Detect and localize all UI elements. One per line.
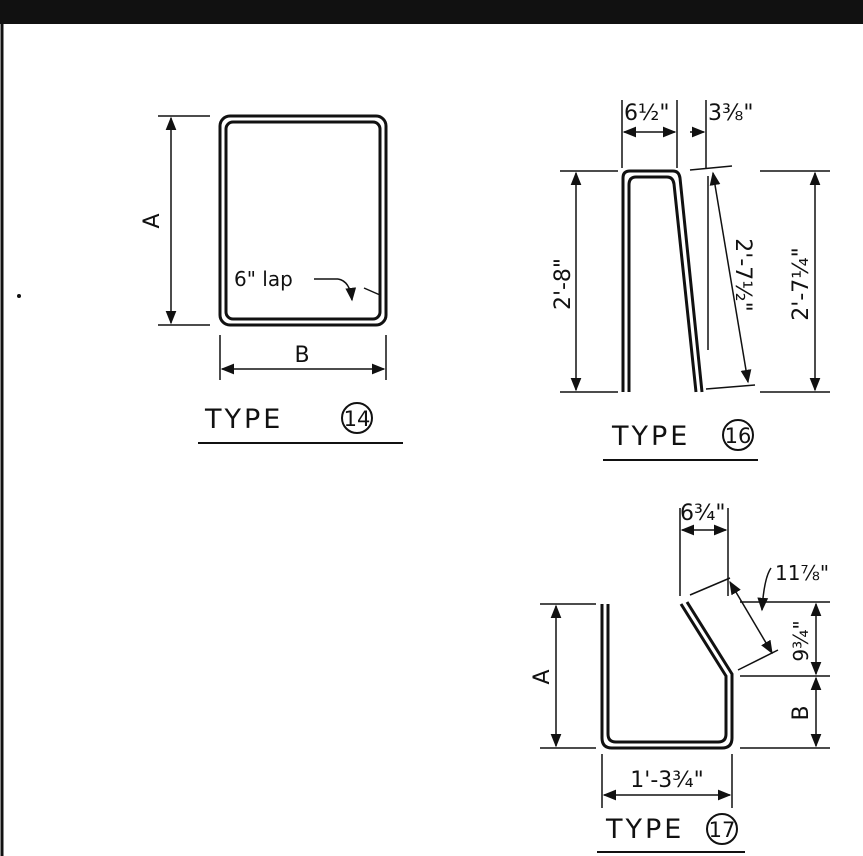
type-16-dimension-slant [689, 165, 756, 390]
type-17-label-b: B [789, 705, 814, 720]
scan-speck [17, 294, 21, 298]
type-16-dimension-right [760, 170, 830, 393]
type-14-lap-note: 6" lap [234, 267, 293, 291]
type-14-lap-leader [314, 278, 381, 302]
type-16-title: TYPE [611, 421, 690, 452]
type-16-dim-top-left: 6½" [624, 101, 669, 126]
type-16-dimension-left [560, 170, 618, 393]
type-14-title: TYPE [204, 404, 283, 435]
type-16-dim-top-right: 3⅜" [708, 101, 753, 126]
type-14-label-b: B [294, 343, 309, 368]
type-14-label-a: A [140, 213, 165, 228]
type-14-number-circle [341, 402, 373, 434]
type-16-number-circle [722, 419, 754, 451]
type-16-dim-slant: 2'-7½" [730, 238, 755, 311]
type-17-dim-top: 6¾" [680, 501, 725, 526]
type-17-dimension-a [540, 603, 596, 749]
page-border-top [0, 0, 863, 24]
type-17-number: 17 [709, 818, 736, 842]
type-14-dimension-b [219, 335, 387, 380]
type-16-dimension-top [621, 100, 707, 168]
type-17-dimension-diag [689, 567, 779, 671]
type-17-dimension-top [679, 508, 729, 596]
type-14-shape [218, 114, 388, 327]
type-17-dim-bottom: 1'-3¾" [630, 768, 703, 793]
type-17-dim-diag: 11⅞" [775, 561, 829, 585]
type-17-number-circle [706, 813, 738, 845]
type-17-dim-vert: 9¾" [789, 620, 813, 661]
type-16-shape [621, 169, 704, 393]
type-17-title: TYPE [605, 814, 684, 845]
type-17-label-a: A [530, 669, 555, 684]
type-17-shape [600, 601, 734, 750]
type-17-dimension-vert [740, 601, 830, 749]
type-16-dim-height-left: 2'-8" [551, 258, 576, 310]
type-16-number: 16 [725, 424, 752, 448]
type-14-dimension-a [158, 115, 210, 326]
type-17-dimension-bottom [601, 754, 733, 808]
type-14-number: 14 [344, 407, 371, 431]
type-16-dim-height-right: 2'-7¼" [789, 247, 814, 320]
